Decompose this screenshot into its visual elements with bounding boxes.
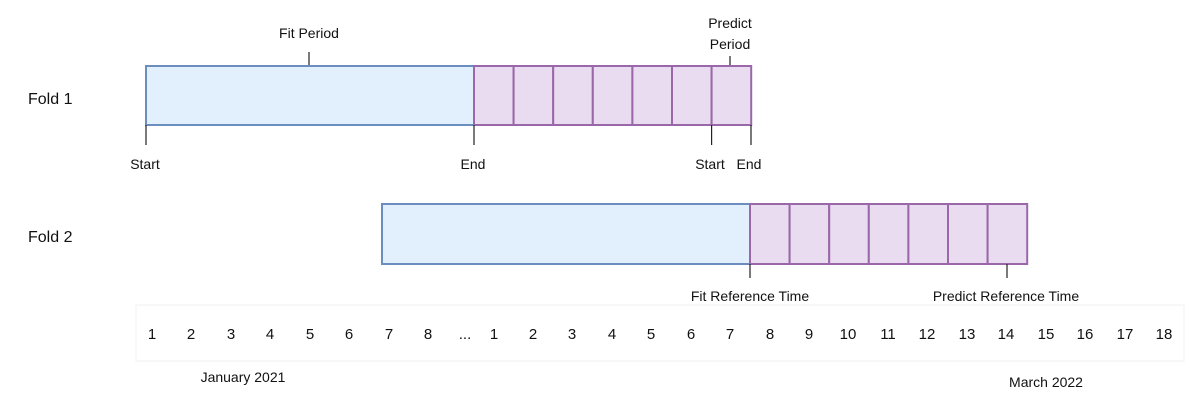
fold-1-predict-cells [473, 65, 753, 126]
timeline-label-march-2022: March 2022 [1009, 374, 1083, 390]
fold-2-predict-cell [867, 203, 910, 265]
timeline-cell: 10 [840, 326, 857, 343]
timeline-strip [135, 304, 1185, 362]
fold-1-fit-period [145, 65, 475, 126]
timeline-cell: 14 [998, 326, 1015, 343]
timeline-cell: 15 [1038, 326, 1055, 343]
predict-reference-time-label: Predict Reference Time [933, 288, 1079, 304]
timeline-cell: 16 [1077, 326, 1094, 343]
timeline-cell: 11 [880, 326, 896, 343]
fold-1-fit-end-label: End [461, 156, 486, 172]
fold-2-label: Fold 2 [28, 229, 73, 246]
timeline-cell: 13 [959, 326, 976, 343]
fold-1-predict-cell [512, 65, 555, 126]
fold-2-fit-period [381, 203, 751, 265]
timeline-cell: 2 [529, 326, 537, 343]
predict-period-label-line2: Period [710, 36, 750, 52]
fold-2-predict-cell [907, 203, 950, 265]
fold-2-predict-cell [749, 203, 791, 265]
fold-1-predict-cell [591, 65, 634, 126]
fold-1-predict-cell [631, 65, 674, 126]
fold-1-predict-cell [671, 65, 713, 126]
fold-1-label: Fold 1 [28, 91, 73, 108]
timeline-cell: 1 [148, 326, 156, 343]
timeline-cell: 4 [266, 326, 274, 343]
fold-2-predict-cells [749, 203, 1029, 265]
fold-2-predict-cell [788, 203, 831, 265]
timeline-cell: 5 [647, 326, 655, 343]
fold-1-fit-start-label: Start [130, 156, 160, 172]
timeline-cell: 4 [608, 326, 616, 343]
timeline-cell: 3 [568, 326, 576, 343]
timeline-cell: 17 [1117, 326, 1134, 343]
fold-1-predict-end-label: End [737, 156, 762, 172]
predict-period-label-line1: Predict [708, 15, 752, 31]
timeline-cell: 5 [306, 326, 314, 343]
timeline-cell: 8 [424, 326, 432, 343]
timeline-cell: 6 [345, 326, 353, 343]
timeline-cell: 3 [227, 326, 235, 343]
fold-1-predict-cell [552, 65, 594, 126]
timeline-cell: 18 [1156, 326, 1173, 343]
fold-1-predict-start-label: Start [695, 156, 725, 172]
timeline-cell: 7 [726, 326, 734, 343]
timeline-cell: 7 [385, 326, 393, 343]
fold-2-predict-cell [947, 203, 989, 265]
fit-reference-time-label: Fit Reference Time [691, 288, 809, 304]
timeline-ellipsis: ... [459, 326, 472, 343]
timeline-cell: 9 [805, 326, 813, 343]
timeline-cell: 8 [766, 326, 774, 343]
timeline-cell: 12 [919, 326, 936, 343]
timeline-cell: 1 [490, 326, 498, 343]
fold-2-predict-cell [986, 203, 1029, 265]
fold-2-predict-cell [828, 203, 870, 265]
timeline-cell: 2 [187, 326, 195, 343]
timeline-cells: 1 2 3 4 5 6 7 8 ... 1 2 3 4 5 6 7 8 9 10… [148, 326, 1173, 343]
timeline-cell: 6 [687, 326, 695, 343]
timeline-label-january-2021: January 2021 [201, 369, 286, 385]
fit-period-label: Fit Period [279, 25, 339, 41]
fold-1-predict-cell [473, 65, 515, 126]
fold-1-predict-cell [710, 65, 753, 126]
